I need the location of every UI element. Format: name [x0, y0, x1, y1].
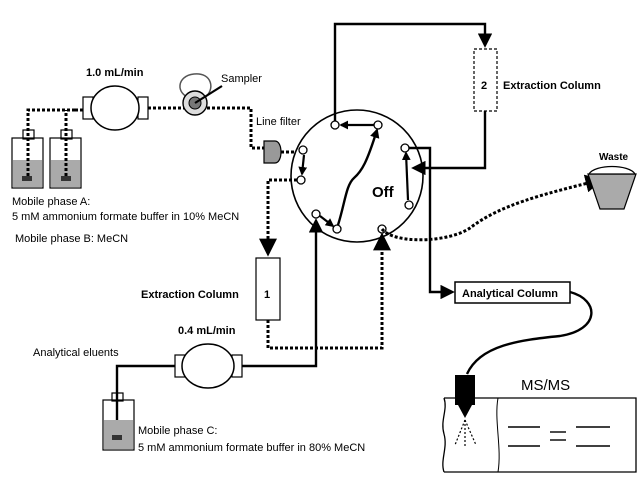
- mobile-phase-b: Mobile phase B: MeCN: [15, 233, 128, 245]
- msms-detector: [442, 375, 637, 473]
- line-pump-bottom-to-valve: [242, 218, 324, 368]
- line-valve-to-waste: [380, 174, 604, 242]
- waste-label: Waste: [599, 152, 629, 163]
- line-column1-to-valve: [266, 232, 391, 350]
- extraction-column-1-label: Extraction Column: [141, 289, 239, 301]
- pump-top: [82, 85, 149, 131]
- waste-bin: [587, 165, 637, 210]
- sampler-label: Sampler: [221, 73, 262, 85]
- sampler-valve: [179, 73, 223, 116]
- mobile-phase-a-desc: 5 mM ammonium formate buffer in 10% MeCN: [12, 211, 239, 223]
- line-valve-to-analytical-column: [409, 146, 455, 300]
- line-bottle-c-to-pump: [115, 364, 175, 420]
- line-sampler-to-filter: [207, 106, 264, 150]
- solvent-bottle-c: [102, 392, 135, 451]
- pump-bottom-flow-label: 0.4 mL/min: [178, 325, 236, 337]
- line-filter-label: Line filter: [256, 116, 301, 128]
- analytical-column-label: Analytical Column: [462, 288, 558, 300]
- mobile-phase-c-title: Mobile phase C:: [138, 425, 218, 437]
- solvent-bottles-ab: [11, 129, 82, 189]
- mobile-phase-a-title: Mobile phase A:: [12, 196, 90, 208]
- switching-valve: [290, 109, 424, 243]
- line-column2-to-valve: [411, 111, 487, 176]
- mobile-phase-c-desc: 5 mM ammonium formate buffer in 80% MeCN: [138, 442, 365, 454]
- line-filter-shape: [263, 140, 282, 164]
- extraction-column-2-label: Extraction Column: [503, 80, 601, 92]
- msms-label: MS/MS: [521, 377, 570, 394]
- analytical-eluents-label: Analytical eluents: [33, 347, 119, 359]
- line-column-to-msms: [465, 290, 593, 375]
- extraction-column-1-number: 1: [264, 289, 270, 301]
- extraction-column-2-number: 2: [481, 80, 487, 92]
- line-valve-to-column2: [333, 22, 493, 121]
- pump-bottom: [174, 343, 243, 389]
- pump-top-flow-label: 1.0 mL/min: [86, 67, 144, 79]
- valve-state-label: Off: [372, 184, 395, 201]
- line-valve-to-column1: [259, 178, 297, 257]
- extraction-column-1: [255, 257, 281, 321]
